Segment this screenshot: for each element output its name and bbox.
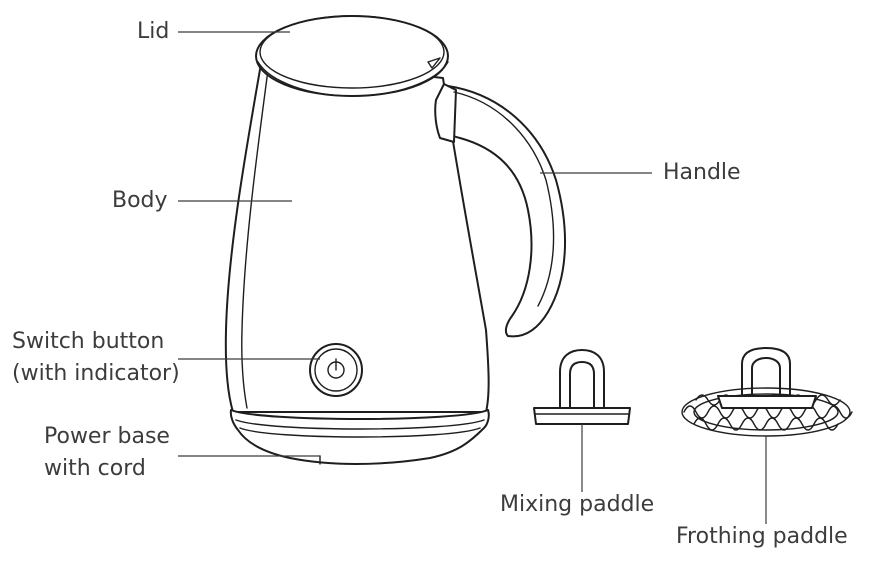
label-frothing-paddle: Frothing paddle xyxy=(676,524,848,549)
frother-handle xyxy=(434,83,567,338)
frother-body xyxy=(224,57,490,413)
frother-lid xyxy=(255,15,449,97)
label-lid: Lid xyxy=(137,19,170,44)
frother-power-base xyxy=(229,409,490,465)
label-switch-line1: Switch button xyxy=(12,329,165,354)
frothing-paddle-drawing xyxy=(681,347,853,437)
leader-lines xyxy=(178,31,767,524)
label-base-line2: with cord xyxy=(44,456,146,481)
label-mixing-paddle: Mixing paddle xyxy=(500,492,655,517)
switch-button-drawing xyxy=(309,343,363,397)
label-power-base: Power base with cord xyxy=(44,421,170,485)
label-body: Body xyxy=(112,188,168,213)
label-switch-line2: (with indicator) xyxy=(12,361,180,386)
mixing-paddle-drawing xyxy=(533,349,631,425)
label-handle: Handle xyxy=(663,160,741,185)
label-switch-button: Switch button (with indicator) xyxy=(12,326,180,390)
label-base-line1: Power base xyxy=(44,424,170,449)
